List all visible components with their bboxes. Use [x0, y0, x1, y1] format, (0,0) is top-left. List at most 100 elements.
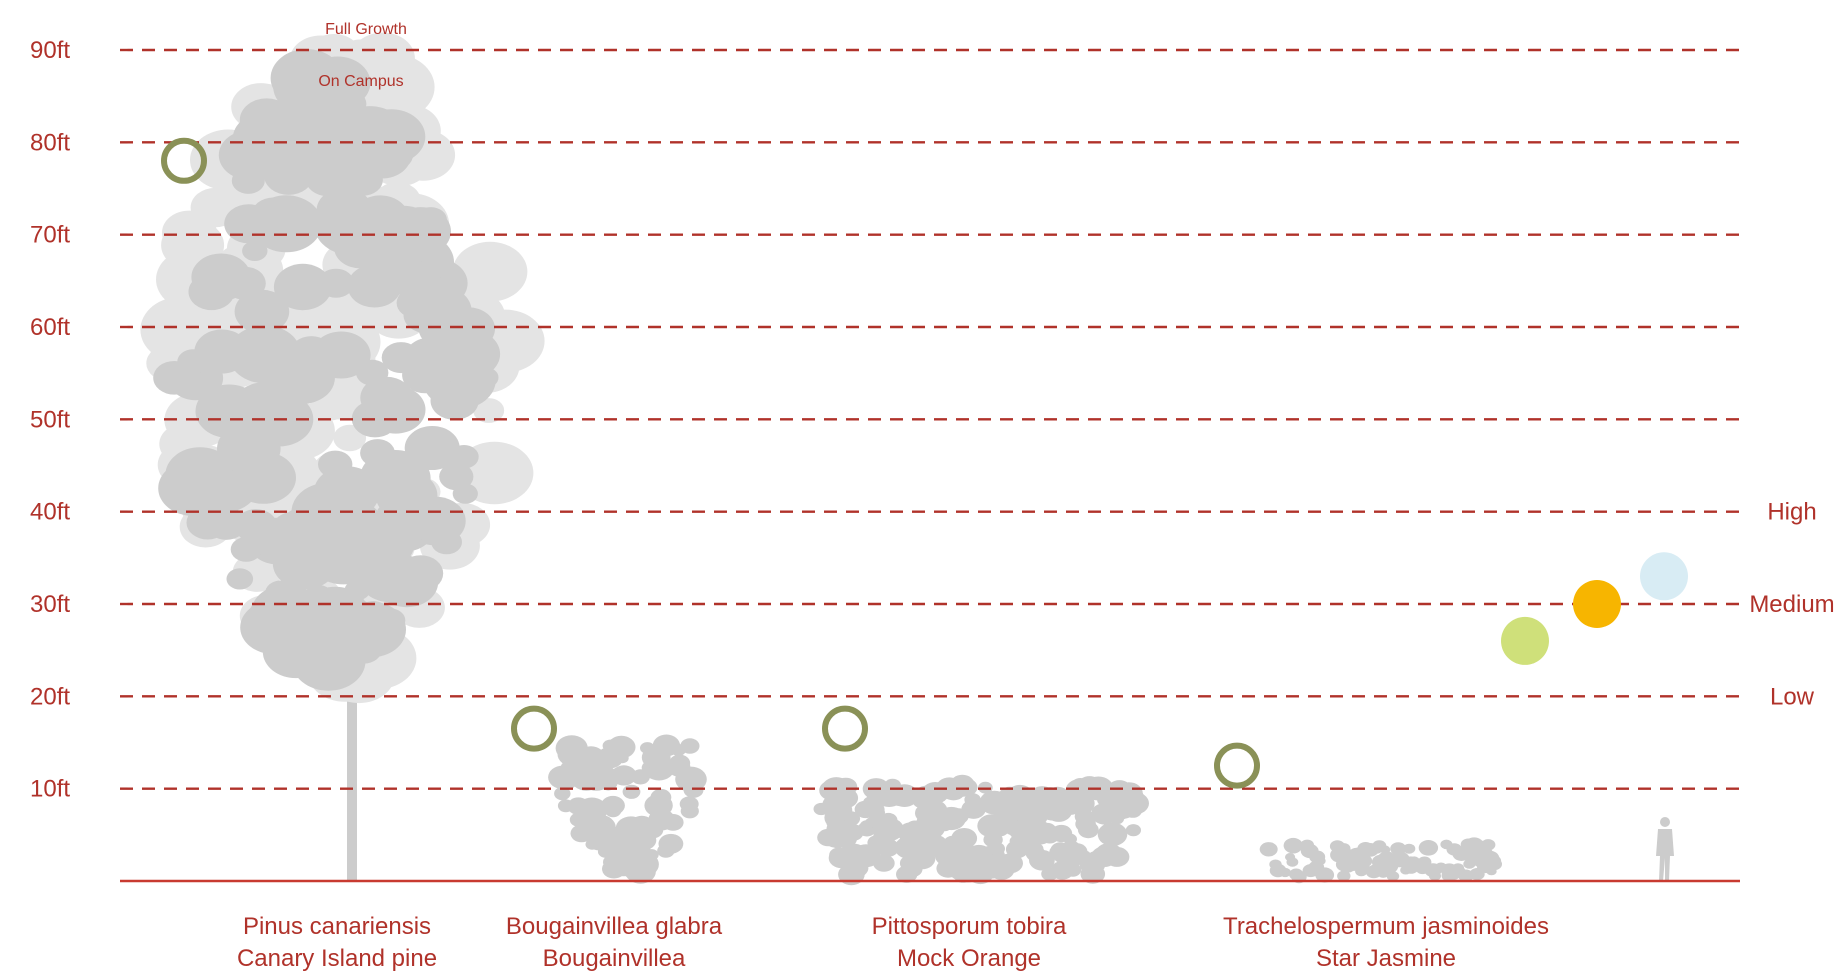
- foliage-blob: [242, 240, 268, 261]
- foliage-blob: [383, 455, 415, 480]
- foliage-blob: [631, 769, 650, 785]
- plant-latin-name: Pittosporum tobira: [872, 913, 1067, 940]
- foliage-blob: [860, 820, 873, 831]
- foliage-blob: [1309, 850, 1326, 864]
- foliage-blob: [683, 781, 704, 798]
- foliage-blob: [1452, 846, 1471, 861]
- foliage-blob: [661, 738, 681, 754]
- foliage-blob: [1079, 853, 1106, 875]
- plant-common-name: Bougainvillea: [543, 945, 686, 972]
- foliage-blob: [890, 784, 919, 807]
- level-dot: [1501, 616, 1549, 665]
- foliage-blob: [382, 521, 415, 547]
- foliage-blob: [188, 273, 235, 311]
- level-dots: [1501, 552, 1688, 665]
- plant-latin-name: Trachelospermum jasminoides: [1223, 913, 1549, 940]
- plant-common-name: Canary Island pine: [237, 945, 437, 972]
- foliage-blob: [562, 777, 577, 789]
- foliage-blob: [1025, 820, 1052, 841]
- foliage-blob: [304, 56, 371, 110]
- foliage-blob: [230, 537, 262, 562]
- foliage-blob: [1050, 824, 1073, 843]
- foliage-blob: [1104, 846, 1130, 867]
- foliage-blob: [1100, 823, 1123, 841]
- foliage-blob: [1386, 871, 1400, 882]
- foliage-blob: [622, 784, 641, 799]
- foliage-blob: [317, 268, 355, 298]
- y-tick-label: 70ft: [30, 222, 70, 249]
- foliage-blob: [1348, 847, 1364, 860]
- foliage-blob: [1448, 871, 1460, 880]
- foliage-blob: [923, 835, 948, 855]
- foliage-blob: [868, 806, 885, 820]
- level-dot: [1640, 552, 1688, 601]
- y-tick-label: 30ft: [30, 591, 70, 618]
- figure-body: [1656, 829, 1674, 881]
- foliage-blob: [430, 381, 479, 420]
- foliage-blob: [250, 584, 323, 642]
- foliage-blob: [273, 263, 332, 311]
- foliage-blob: [1300, 839, 1314, 851]
- foliage-blob: [680, 767, 694, 778]
- y-tick-label: 20ft: [30, 683, 70, 710]
- foliage-blob: [876, 838, 900, 857]
- foliage-blob: [641, 746, 671, 769]
- foliage-blob: [224, 204, 273, 244]
- level-label-medium: Medium: [1749, 591, 1834, 618]
- foliage-blob: [1283, 837, 1303, 854]
- foliage-blob: [376, 140, 413, 170]
- plant-latin-name: Pinus canariensis: [243, 913, 431, 940]
- foliage-blob: [1050, 842, 1071, 859]
- figure-head: [1660, 817, 1670, 827]
- foliage-blob: [669, 754, 691, 772]
- foliage-blob: [576, 809, 600, 828]
- foliage-blob: [659, 838, 674, 850]
- height-gridlines: [120, 48, 1740, 883]
- foliage-blob: [359, 601, 388, 624]
- foliage-blob: [472, 367, 499, 388]
- foliage-blob: [608, 851, 640, 877]
- foliage-blob: [360, 376, 413, 419]
- foliage-blob: [399, 272, 450, 313]
- level-dot: [1573, 580, 1621, 628]
- foliage-blob: [1472, 854, 1489, 867]
- height-marker-tree: [161, 137, 207, 184]
- foliage-blob: [1402, 843, 1416, 854]
- foliage-blob: [554, 787, 571, 801]
- foliage-blob: [1365, 865, 1382, 879]
- foliage-blob: [994, 813, 1010, 826]
- foliage-blob: [873, 854, 895, 872]
- foliage-blob: [610, 736, 630, 752]
- foliage-blob: [333, 424, 367, 452]
- foliage-blob: [1405, 856, 1417, 865]
- foliage-blob: [1303, 864, 1317, 875]
- foliage-blob: [1074, 809, 1094, 825]
- foliage-blob: [615, 816, 646, 841]
- tree-trunk: [347, 657, 357, 881]
- foliage-blob: [829, 847, 847, 863]
- plant-silhouette-hedge: [813, 774, 1149, 886]
- foliage-blob: [261, 140, 312, 181]
- foliage-blob: [1440, 839, 1453, 850]
- foliage-blob: [913, 785, 941, 807]
- foliage-blob: [314, 195, 389, 256]
- foliage-blob: [1329, 840, 1345, 853]
- foliage-blob: [680, 738, 700, 754]
- plant-silhouette-shrub: [548, 734, 707, 884]
- foliage-blob: [1286, 857, 1299, 867]
- foliage-blob: [1260, 845, 1271, 855]
- foliage-blob: [644, 849, 659, 861]
- foliage-blob: [1468, 839, 1485, 853]
- foliage-blob: [439, 462, 474, 491]
- y-tick-label: 50ft: [30, 406, 70, 433]
- foliage-blob: [831, 787, 859, 809]
- foliage-blob: [226, 568, 254, 590]
- height-marker-shrub: [511, 705, 557, 752]
- foliage-blob: [224, 266, 266, 300]
- foliage-blob: [826, 819, 851, 839]
- plant-common-name: Star Jasmine: [1316, 945, 1456, 972]
- foliage-blob: [231, 167, 265, 194]
